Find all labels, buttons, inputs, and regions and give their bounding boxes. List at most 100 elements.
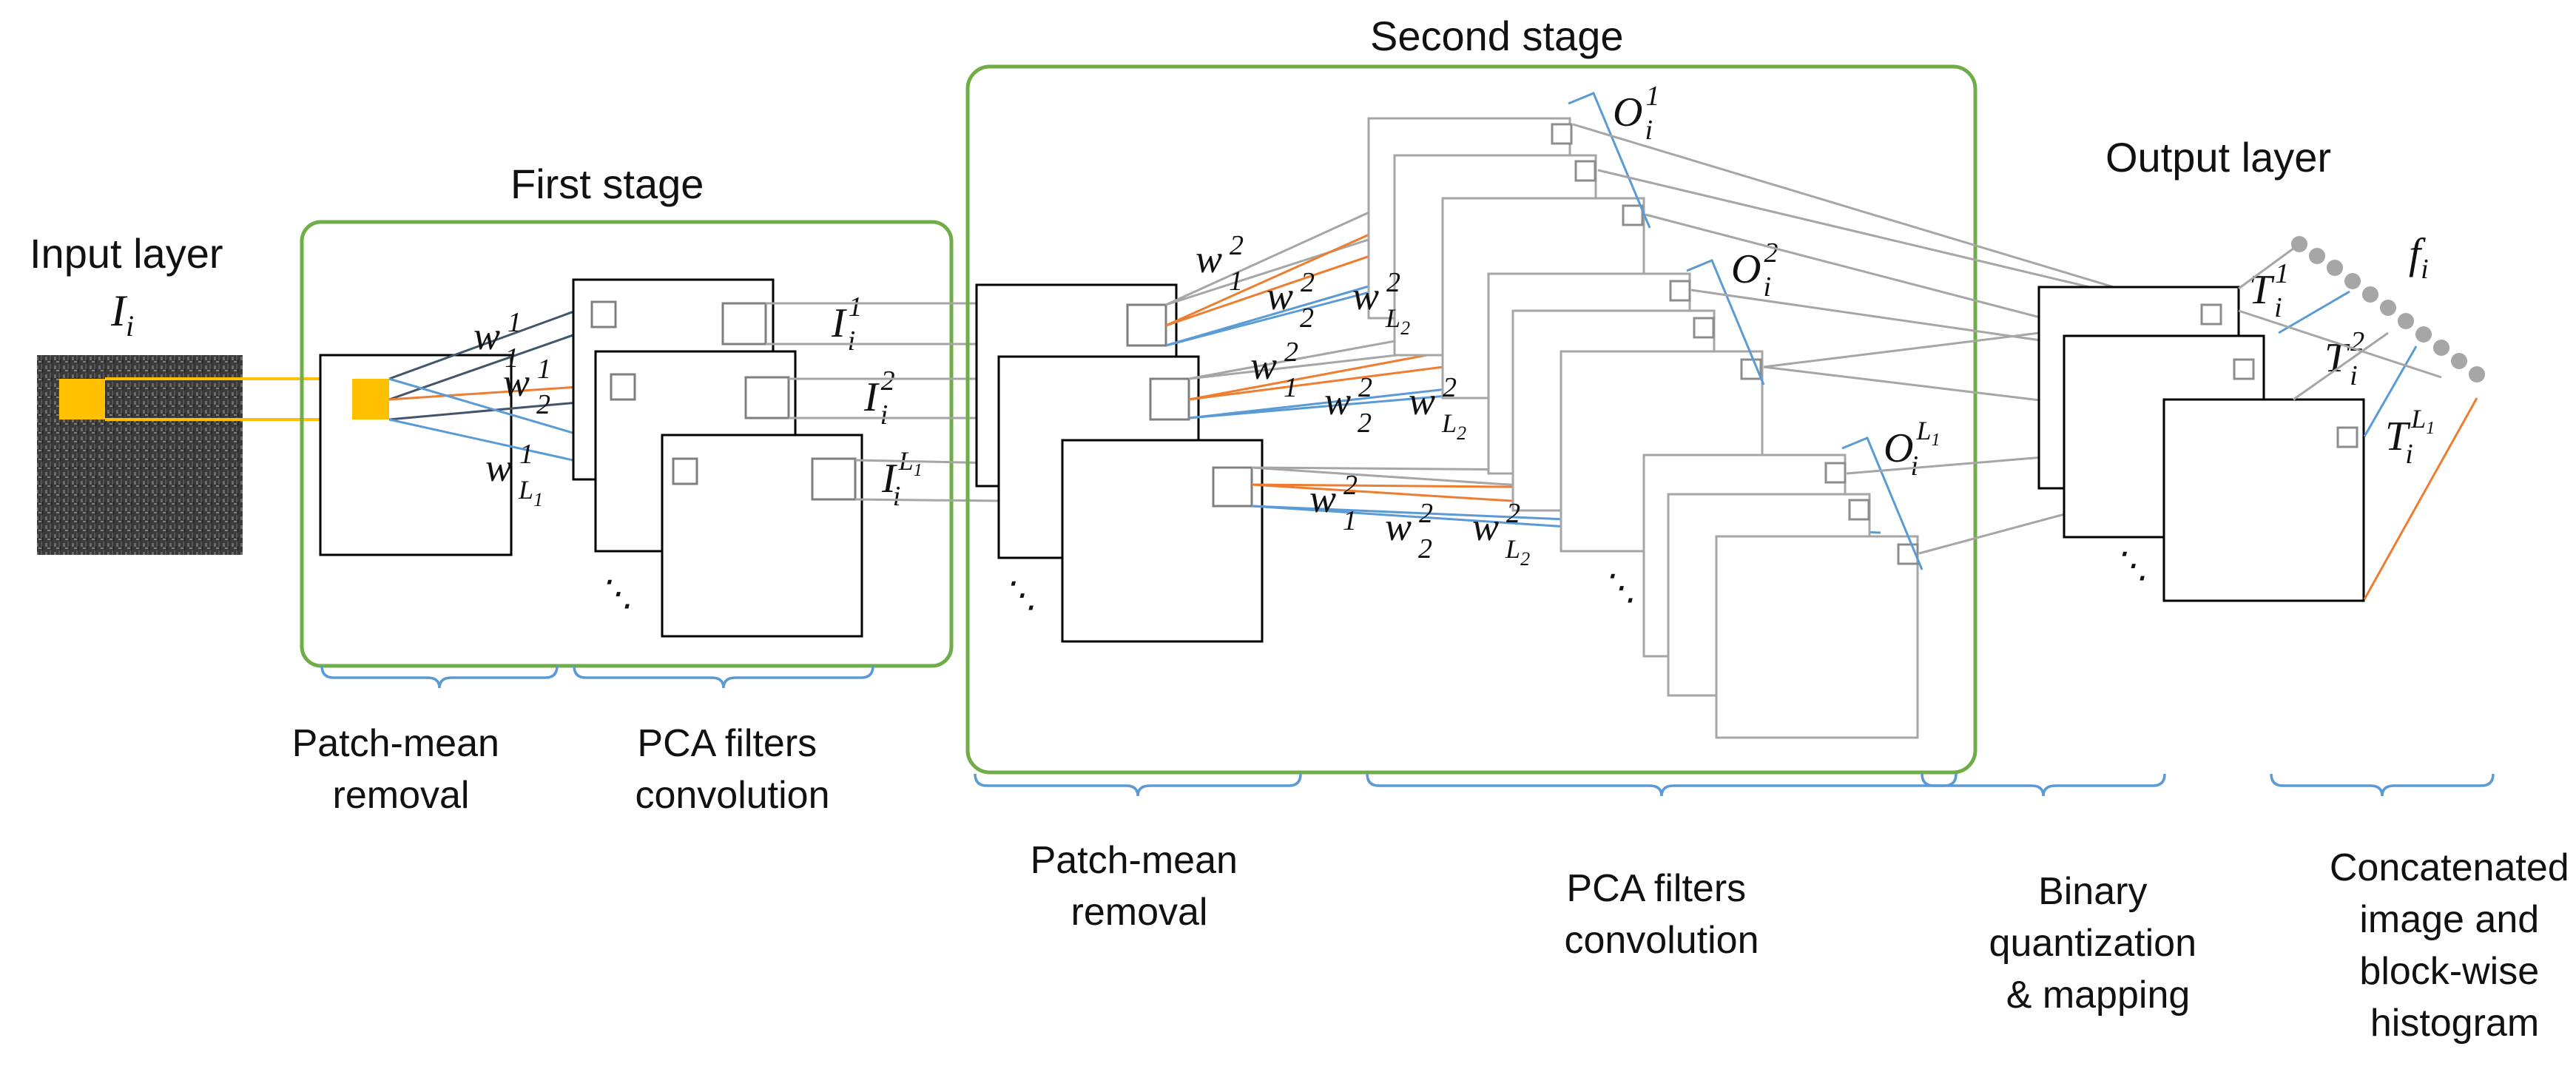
map-input-patch (590, 300, 617, 328)
first-stage-frame (300, 220, 954, 668)
map-output-patch (1669, 280, 1691, 302)
histogram-link (2363, 397, 2478, 600)
first-stage-input-map (319, 354, 513, 556)
output-layer-title: Output layer (2105, 134, 2331, 181)
caption-pca-filters-2: PCA filters convolution (1564, 867, 1759, 962)
map-input-patch (1212, 466, 1253, 508)
histogram-bin-dot (2433, 340, 2449, 356)
output-group-brace (1568, 92, 1651, 229)
output-group-brace (1841, 437, 1923, 570)
histogram-bin-dot (2398, 313, 2414, 329)
histogram-bin-dot (2380, 300, 2396, 316)
filter-line (388, 326, 597, 401)
map-input-patch (1126, 303, 1167, 347)
input-layer-group: Input layer Ii (30, 230, 352, 555)
histogram-bin-dot (2469, 366, 2485, 382)
bottom-labels: Patch-mean removal PCA filters convoluti… (292, 722, 2576, 1045)
ellipsis-icon: ⋱ (1002, 576, 1037, 615)
histogram-bin-dot (2309, 248, 2325, 264)
map-output-patch (1622, 204, 1644, 226)
map-output-patch (1551, 123, 1573, 145)
output-group-brace (1686, 259, 1765, 385)
output-connector (1572, 123, 2205, 316)
histogram-bin-dot (2327, 260, 2343, 276)
map-output-patch (2233, 358, 2255, 380)
bottom-braces (320, 665, 2495, 797)
histogram-bin-dot (2344, 273, 2361, 289)
map-output-patch (811, 457, 857, 501)
input-layer-symbol: Ii (110, 286, 134, 343)
map-output-patch (2200, 303, 2222, 326)
map-output-patch (1848, 499, 1870, 521)
histogram-bin-dot (2362, 286, 2378, 303)
histogram-link (2238, 243, 2300, 290)
ellipsis-icon: ⋱ (2113, 546, 2148, 585)
feature-vector-label: fi (2409, 229, 2429, 285)
caption-pca-filters-1: PCA filters convolution (635, 722, 829, 817)
caption-concatenated-histogram: Concatenated image and block-wise histog… (2330, 846, 2576, 1045)
histogram-bin-dot (2415, 326, 2432, 343)
histogram-link (2278, 290, 2350, 334)
brace-icon (974, 773, 1302, 797)
map-output-patch (744, 376, 790, 419)
histogram-bin-dot (2451, 353, 2467, 369)
input-patch-highlight (59, 379, 105, 419)
map-output-patch (1824, 462, 1847, 484)
second-stage-group: Second stage ⋱ (965, 13, 1977, 775)
brace-icon (1366, 773, 1958, 797)
filter-line (388, 302, 597, 380)
brace-icon (1921, 773, 2166, 797)
second-stage-title: Second stage (1370, 13, 1623, 59)
map-input-patch (672, 457, 698, 485)
brace-icon (2270, 773, 2495, 797)
map-output-patch (1574, 160, 1596, 182)
caption-patch-mean-removal-1: Patch-mean removal (292, 722, 510, 817)
map-input-patch (1149, 377, 1190, 421)
input-layer-title: Input layer (30, 230, 223, 277)
binary-map-3 (2162, 398, 2365, 602)
map-input-patch (610, 373, 636, 401)
histogram-link (2293, 331, 2389, 401)
ellipsis-icon: ⋱ (1601, 568, 1636, 607)
histogram-bin-dot (2291, 236, 2307, 252)
map-output-patch (1897, 543, 1919, 565)
map-output-patch (721, 302, 767, 346)
first-stage-title: First stage (510, 161, 704, 207)
histogram-link (2238, 309, 2442, 379)
brace-icon (573, 665, 874, 689)
caption-patch-mean-removal-2: Patch-mean removal (1031, 839, 1249, 934)
map-output-patch (1693, 317, 1715, 339)
output-stack-3: ⋱ (1601, 454, 1919, 739)
second-stage-frame (965, 64, 1977, 775)
caption-binary-quantization: Binary quantization & mapping (1989, 870, 2208, 1017)
stage2-output-map (1715, 535, 1919, 739)
first-stage-patch (352, 379, 389, 419)
map-output-patch (2336, 426, 2358, 448)
brace-icon (320, 665, 559, 689)
histogram-link (2363, 346, 2418, 437)
ellipsis-icon: ⋱ (598, 574, 633, 613)
